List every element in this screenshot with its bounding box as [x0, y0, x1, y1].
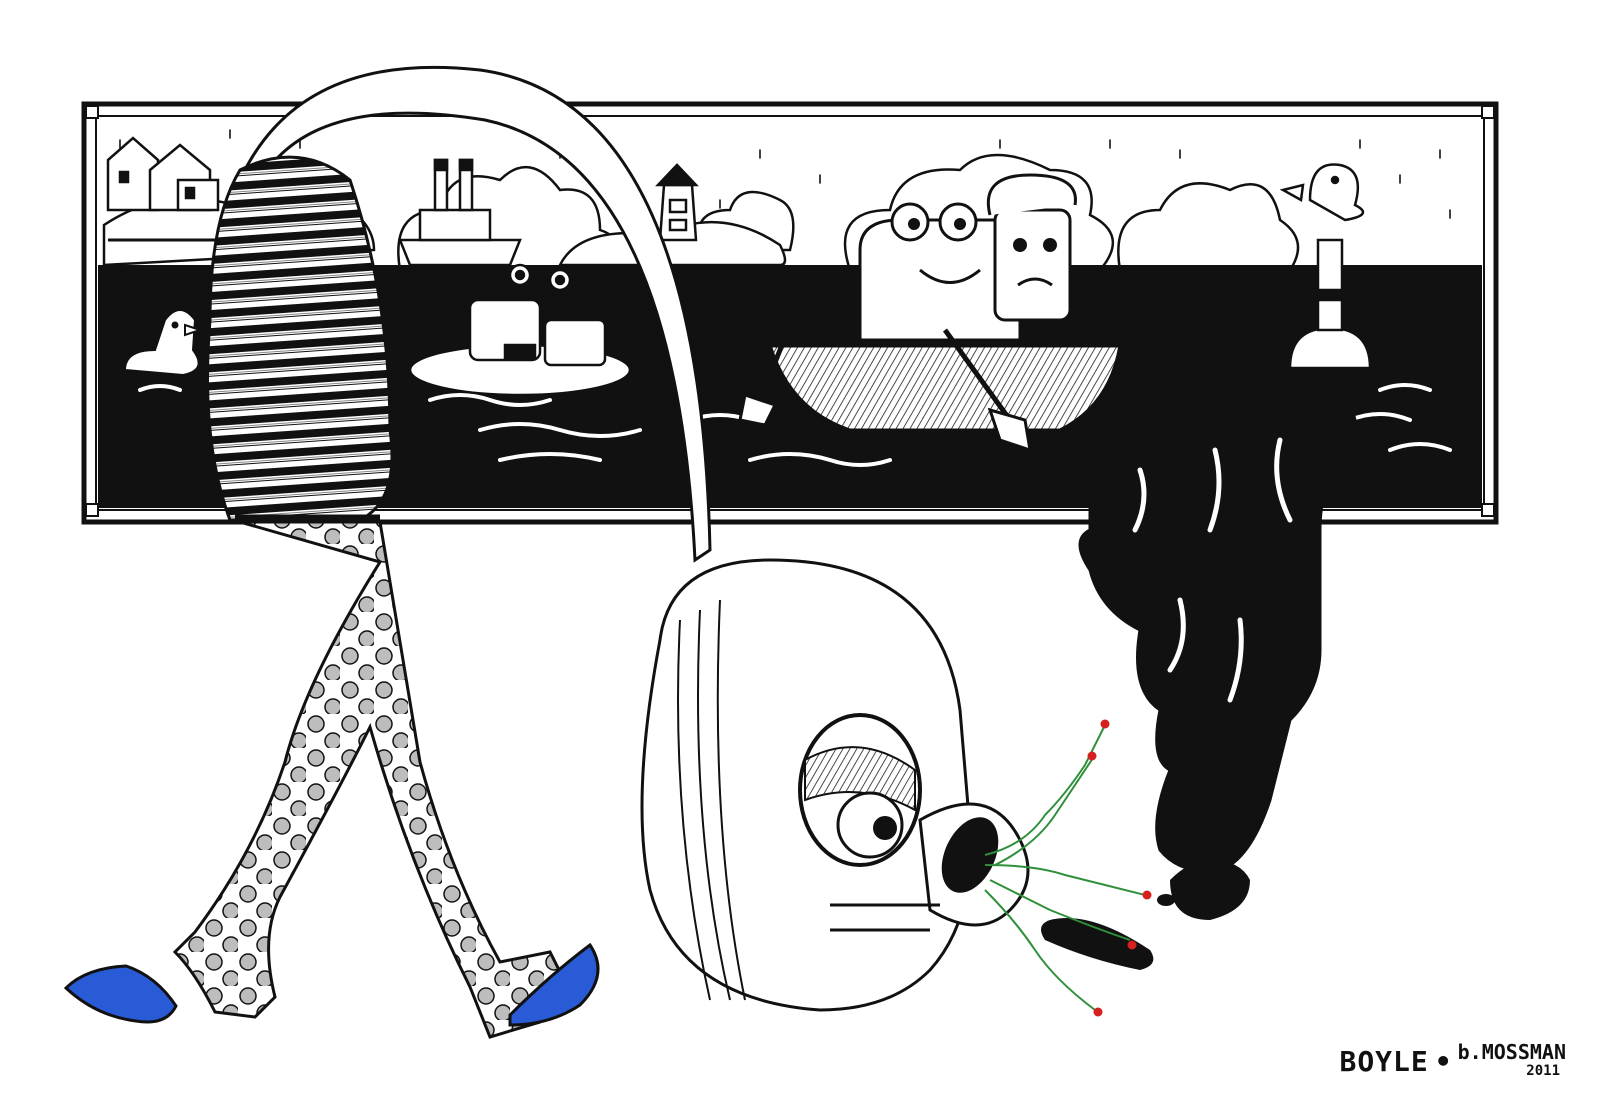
left-shoe	[63, 964, 178, 1024]
giant-head	[640, 558, 1030, 1012]
rowboat-creatures	[738, 173, 1122, 453]
right-shoe	[508, 942, 600, 1027]
water-ripples	[138, 383, 1452, 467]
island-robot-icon	[408, 263, 632, 397]
walking-figure	[63, 65, 712, 1039]
spill	[1041, 387, 1362, 970]
berry-stems	[984, 719, 1152, 1017]
signature-right-name: b.MOSSMAN	[1457, 1040, 1566, 1064]
houses-icon	[106, 136, 230, 242]
ship-icon	[398, 158, 522, 267]
frame-corner-icons	[85, 105, 1495, 517]
signature-left-name: BOYLE	[1339, 1045, 1429, 1078]
duck-icon	[123, 309, 204, 377]
eye-icon	[798, 713, 922, 867]
signature-separator: •	[1434, 1045, 1452, 1078]
lighthouse-icon	[655, 163, 699, 242]
artist-signature: BOYLE • b.MOSSMAN 2011	[1339, 1042, 1566, 1078]
signature-right-block: b.MOSSMAN 2011	[1458, 1042, 1566, 1078]
signature-year: 2011	[1526, 1063, 1560, 1079]
buoy-bird-icon	[1279, 163, 1372, 370]
